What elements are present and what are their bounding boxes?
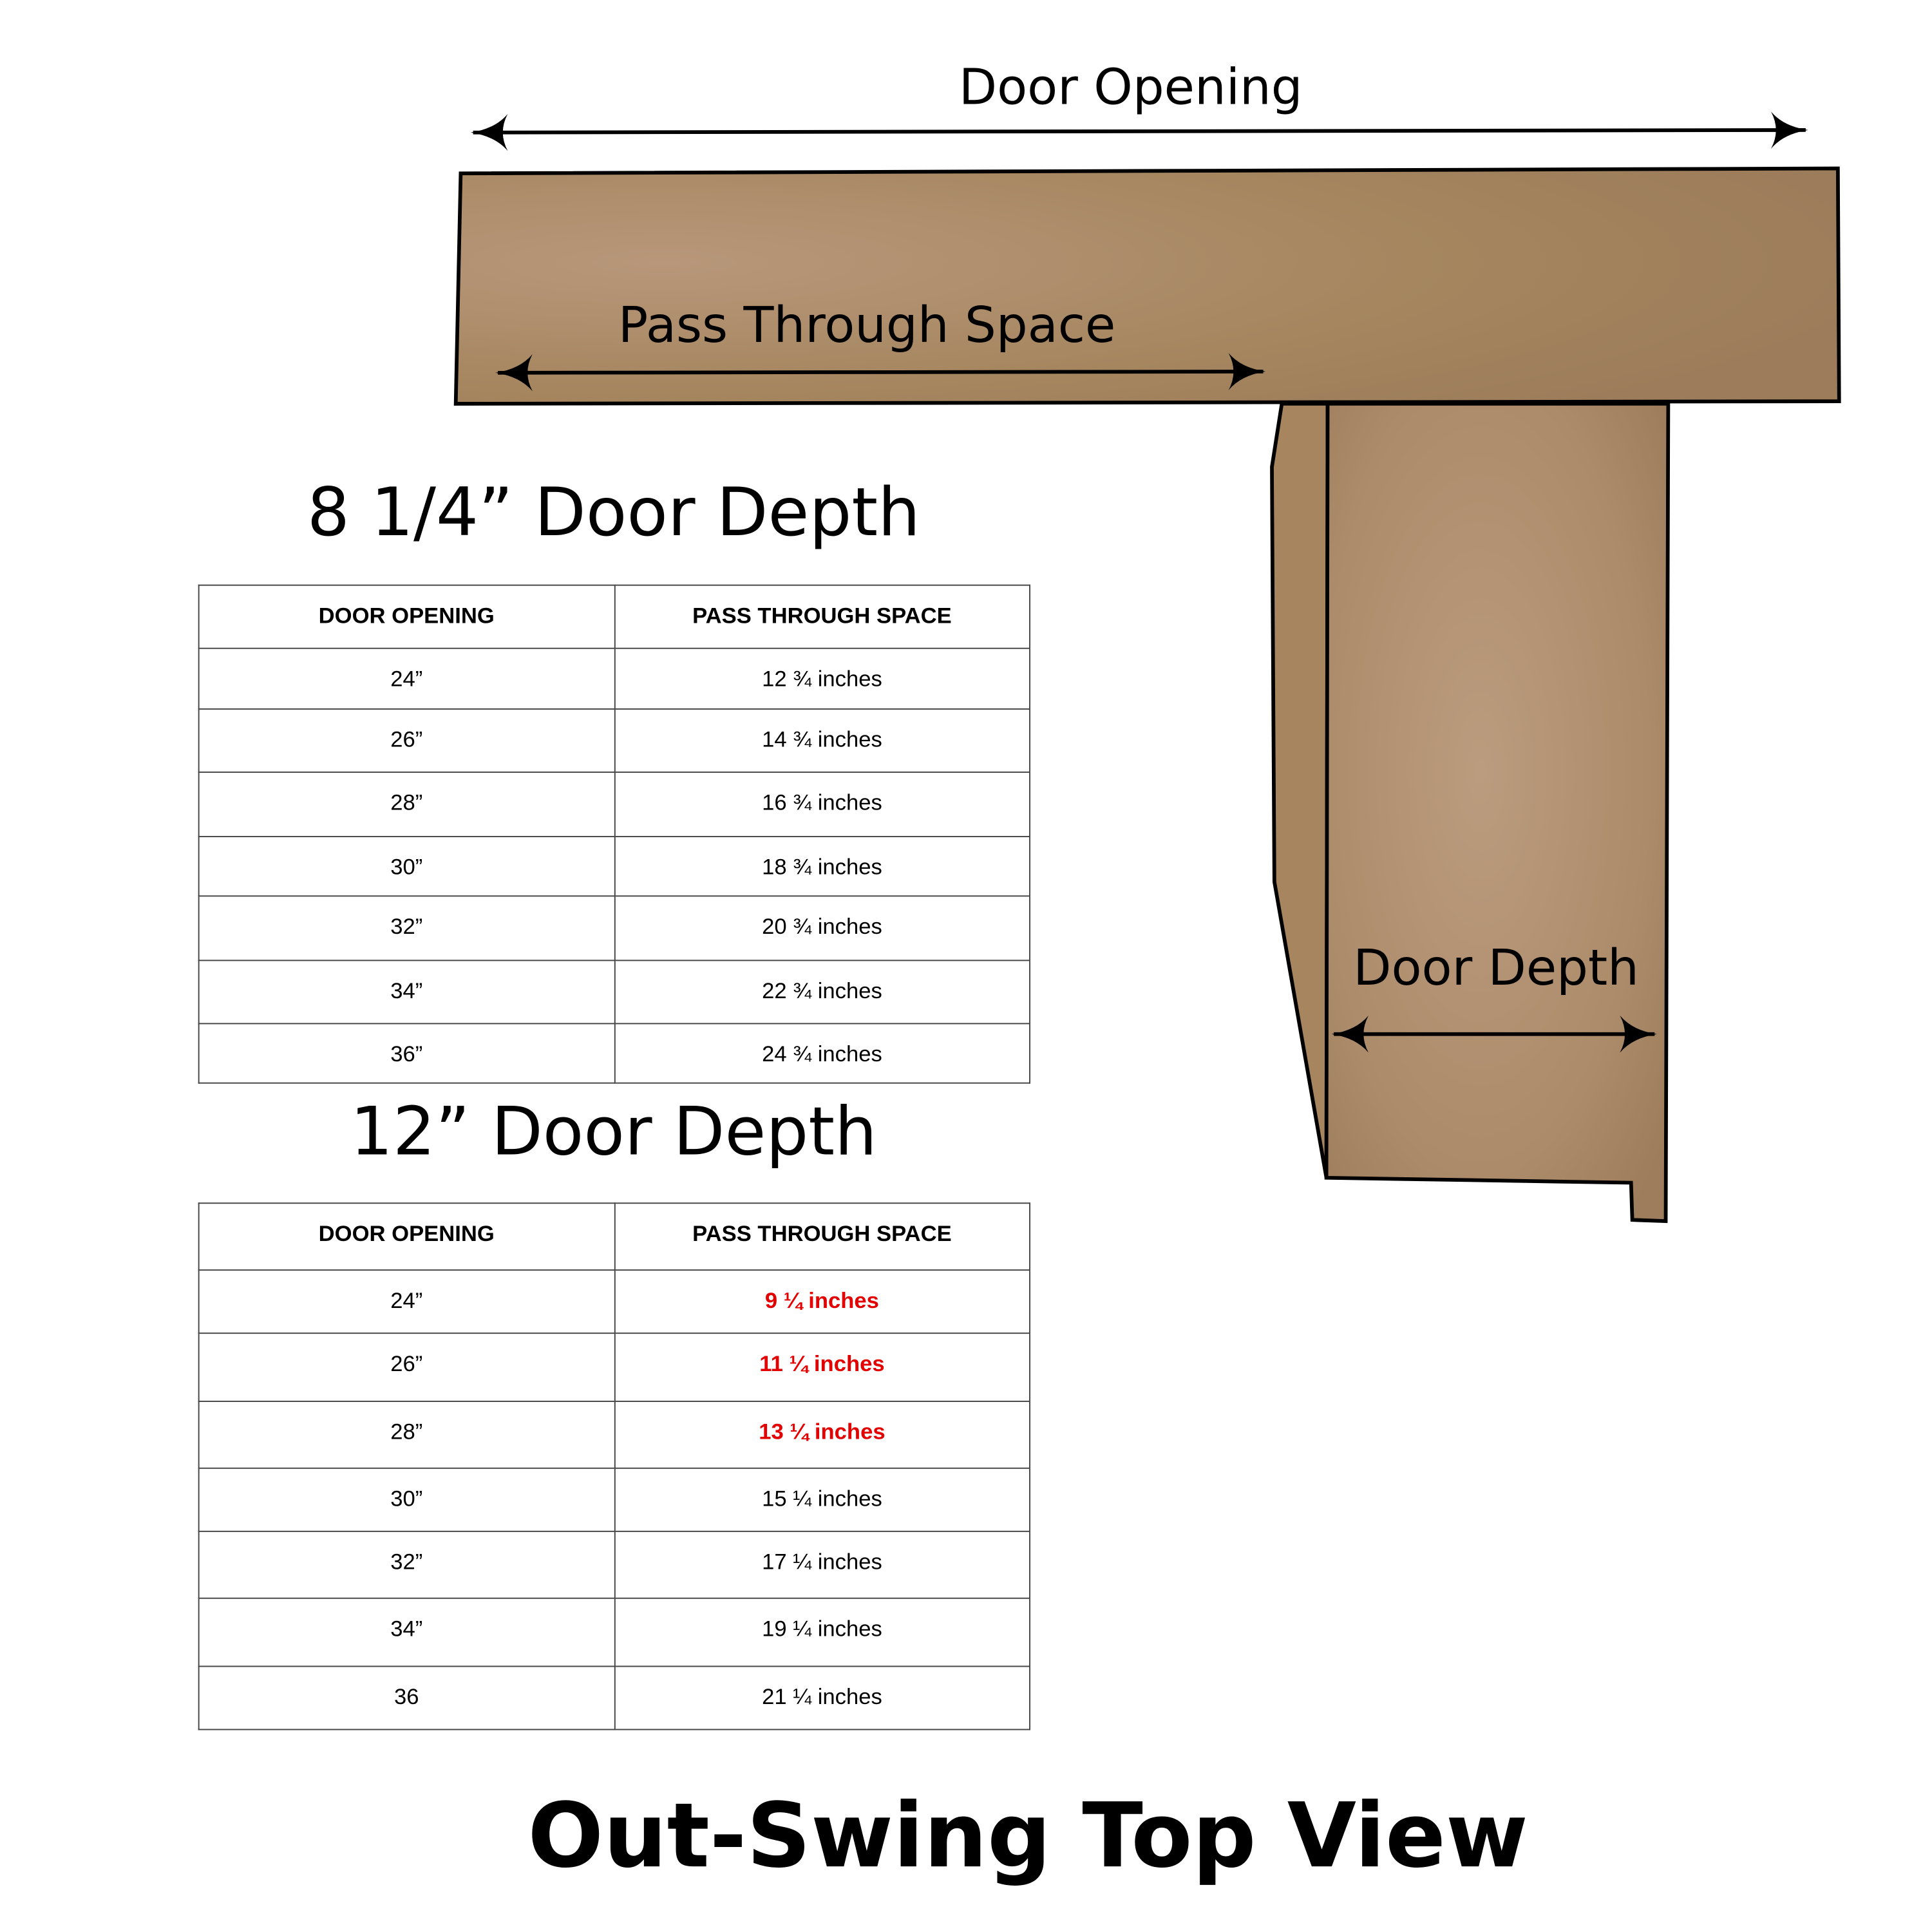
door-frame-header [453,166,1841,406]
opening-cell: 36 [198,1665,615,1730]
table-row: 24”9 ¼ inches [198,1269,1030,1334]
door-panel [1324,402,1671,1224]
door-depth-label: Door Depth [1353,940,1639,997]
space-cell: 24 ¾ inches [613,1023,1030,1084]
opening-cell: 24” [198,1269,615,1334]
header-door-opening: DOOR OPENING [198,1202,615,1271]
space-cell-highlighted: 13 ¼ inches [613,1401,1030,1469]
pass-through-arrow [495,353,1266,392]
table-row: 26”14 ¾ inches [198,708,1030,773]
opening-cell: 28” [198,772,615,837]
space-cell: 20 ¾ inches [613,895,1030,961]
space-cell: 14 ¾ inches [613,708,1030,773]
header-door-opening: DOOR OPENING [198,584,615,649]
table-title-12: 12” Door Depth [350,1092,877,1171]
opening-cell: 30” [198,1467,615,1532]
table-row: 24”12 ¾ inches [198,647,1030,710]
opening-cell: 32” [198,1530,615,1599]
pass-through-label: Pass Through Space [618,297,1115,354]
footer-title: Out-Swing Top View [527,1783,1528,1888]
door-depth-table-8-1-4: DOOR OPENING PASS THROUGH SPACE 24”12 ¾ … [198,584,1030,1084]
table-header-row: DOOR OPENING PASS THROUGH SPACE [198,584,1030,649]
table-row: 28”13 ¼ inches [198,1401,1030,1469]
table-row: 28”16 ¾ inches [198,772,1030,837]
table-row: 30”15 ¼ inches [198,1467,1030,1532]
space-cell: 15 ¼ inches [613,1467,1030,1532]
door-opening-label: Door Opening [959,59,1303,117]
opening-cell: 30” [198,836,615,897]
space-cell: 22 ¾ inches [613,960,1030,1025]
opening-cell: 24” [198,647,615,710]
space-cell: 12 ¾ inches [613,647,1030,710]
table-header-row: DOOR OPENING PASS THROUGH SPACE [198,1202,1030,1271]
space-cell: 19 ¼ inches [613,1597,1030,1667]
space-cell-highlighted: 11 ¼ inches [613,1332,1030,1402]
door-opening-arrow [470,111,1808,151]
header-pass-through: PASS THROUGH SPACE [613,584,1030,649]
space-cell-highlighted: 9 ¼ inches [613,1269,1030,1334]
table-row: 26”11 ¼ inches [198,1332,1030,1402]
table-row: 32”20 ¾ inches [198,895,1030,961]
table-row: 34”19 ¼ inches [198,1597,1030,1667]
opening-cell: 34” [198,1597,615,1667]
opening-cell: 26” [198,1332,615,1402]
space-cell: 16 ¾ inches [613,772,1030,837]
space-cell: 18 ¾ inches [613,836,1030,897]
table-row: 32”17 ¼ inches [198,1530,1030,1599]
door-jamb-side [1270,402,1330,1179]
opening-cell: 32” [198,895,615,961]
space-cell: 21 ¼ inches [613,1665,1030,1730]
space-cell: 17 ¼ inches [613,1530,1030,1599]
table-title-8-1-4: 8 1/4” Door Depth [307,473,920,551]
table-row: 30”18 ¾ inches [198,836,1030,897]
table-row: 34”22 ¾ inches [198,960,1030,1025]
opening-cell: 28” [198,1401,615,1469]
opening-cell: 36” [198,1023,615,1084]
opening-cell: 34” [198,960,615,1025]
header-pass-through: PASS THROUGH SPACE [613,1202,1030,1271]
opening-cell: 26” [198,708,615,773]
door-depth-table-12: DOOR OPENING PASS THROUGH SPACE 24”9 ¼ i… [198,1202,1030,1730]
table-row: 36”24 ¾ inches [198,1023,1030,1084]
